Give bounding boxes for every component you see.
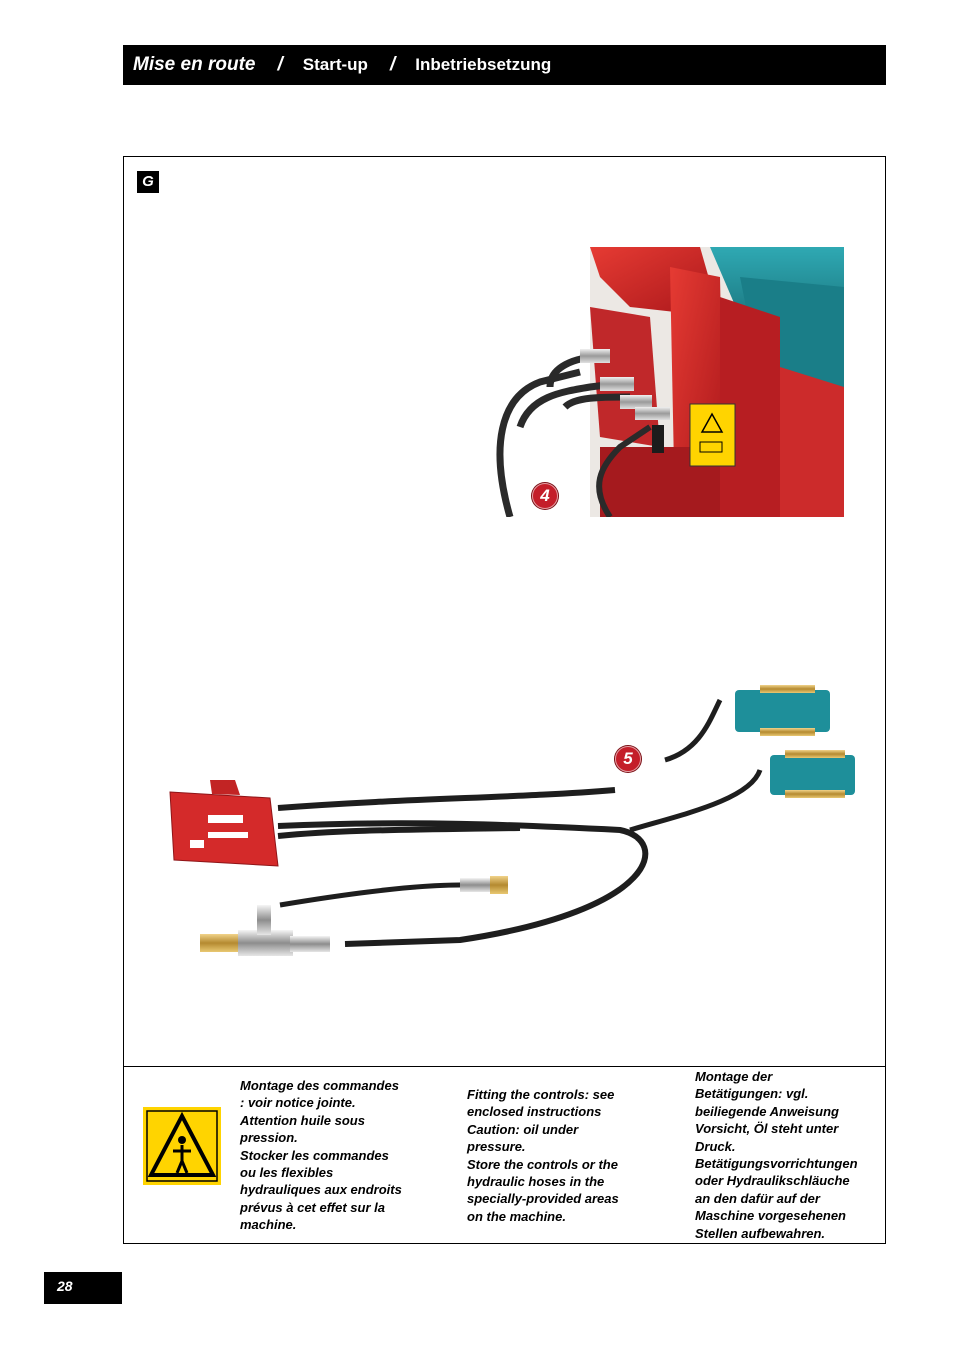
hydraulic-pressure-warning-icon xyxy=(143,1107,221,1185)
note-english: Fitting the controls: see enclosed instr… xyxy=(467,1087,619,1224)
header-title-en: Start-up xyxy=(302,55,368,74)
hydraulic-coupling-photo xyxy=(496,247,844,517)
header-separator-2: / xyxy=(389,54,396,75)
header-title-de: Inbetriebsetzung xyxy=(415,55,552,74)
figure-frame xyxy=(123,156,886,1244)
page-header: Mise en route / Start-up / Inbetriebsetz… xyxy=(123,45,886,85)
callout-4: 4 xyxy=(532,483,558,509)
note-german: Montage der Betätigungen: vgl. beiliegen… xyxy=(695,1069,858,1241)
header-separator-1: / xyxy=(277,54,283,75)
callout-5: 5 xyxy=(615,746,641,772)
figure-label: G xyxy=(137,171,159,193)
footer-divider xyxy=(123,1066,886,1067)
page-number: 28 xyxy=(44,1272,122,1304)
note-french: Montage des commandes : voir notice join… xyxy=(240,1078,402,1233)
header-title-fr: Mise en route xyxy=(133,54,256,75)
hydraulic-controls-photo xyxy=(169,685,855,956)
